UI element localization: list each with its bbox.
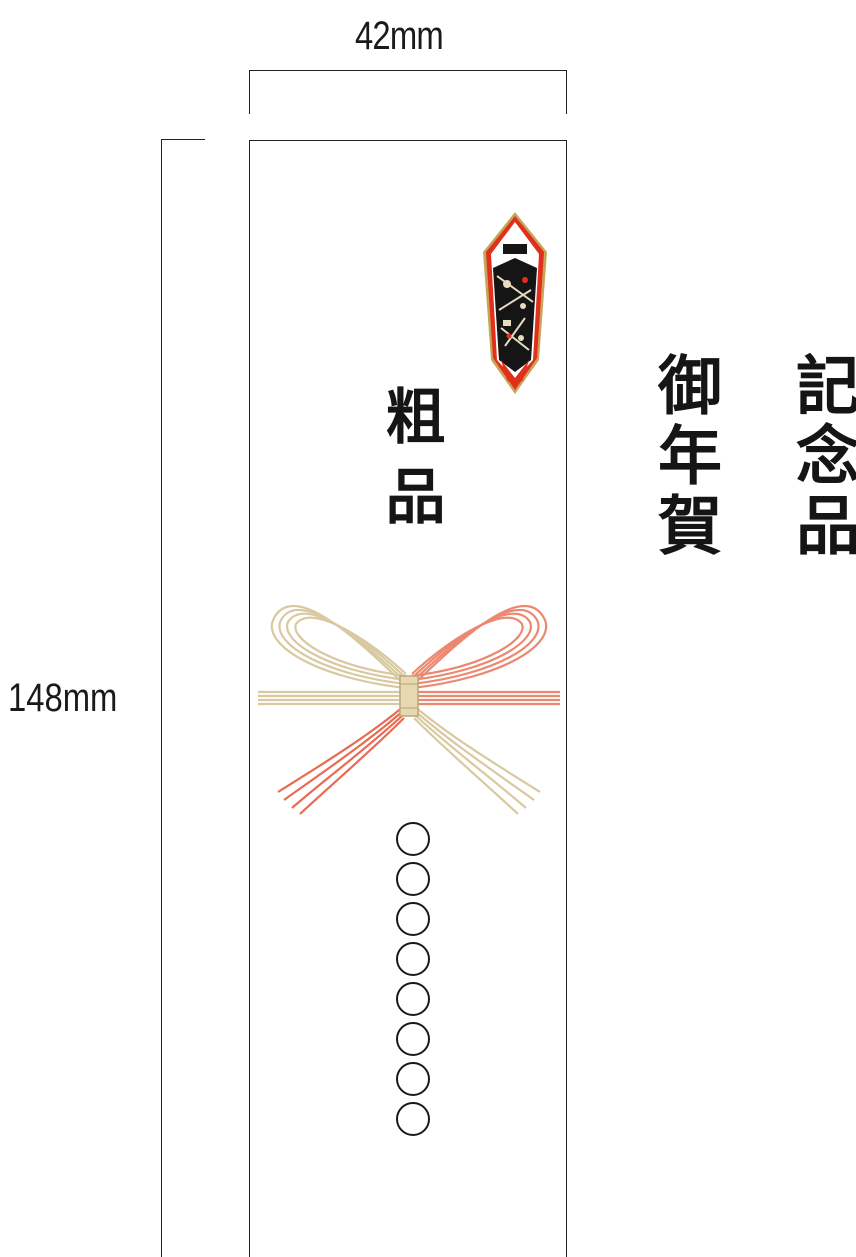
name-placeholder	[393, 822, 433, 1136]
width-dimension-label: 42mm	[355, 14, 444, 58]
placeholder-circle	[396, 822, 430, 856]
placeholder-circle	[396, 1062, 430, 1096]
height-dimension-bracket	[161, 139, 205, 1257]
placeholder-circle	[396, 982, 430, 1016]
placeholder-circle	[396, 1022, 430, 1056]
width-dimension-bracket	[249, 70, 567, 114]
placeholder-circle	[396, 1102, 430, 1136]
placeholder-circle	[396, 862, 430, 896]
alternative-title: 記念品	[785, 352, 856, 562]
alternative-title: 御年賀	[647, 352, 722, 562]
placeholder-circle	[396, 902, 430, 936]
front-title: 粗品	[375, 385, 445, 545]
mizuhiki-knot	[258, 604, 560, 815]
placeholder-circle	[396, 942, 430, 976]
noshi-emblem-icon	[483, 212, 547, 394]
height-dimension-label: 148mm	[8, 676, 118, 720]
